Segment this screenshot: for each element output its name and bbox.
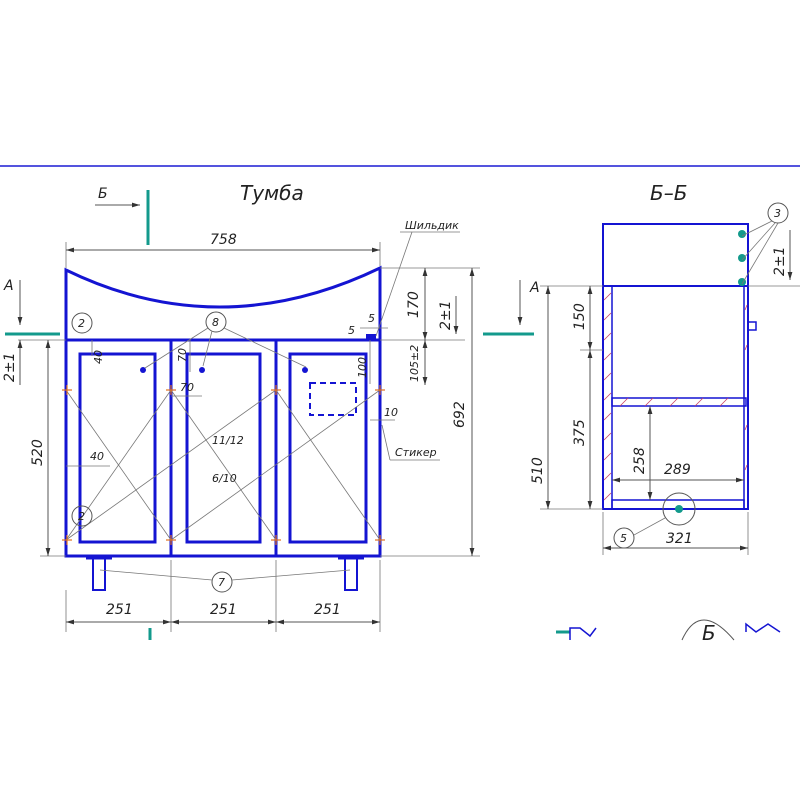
- handle-3: [302, 367, 308, 373]
- dim-tol-top: 2±1: [438, 300, 454, 330]
- callout-2-bottom-label: 2: [78, 510, 85, 523]
- front-view: Тумба Б A: [2, 181, 480, 640]
- plate-mark: [366, 334, 376, 340]
- dim-5a: 5: [368, 312, 375, 325]
- callout-b-label: Б: [702, 621, 716, 645]
- dim-150: 150: [572, 303, 588, 330]
- cabinet-body-outline: [64, 338, 382, 558]
- dim-door-2: 251: [210, 602, 237, 618]
- opening-line-2b: [170, 389, 277, 541]
- callout-3-leader-1: [741, 220, 773, 237]
- partial-bottom-view: Б: [556, 619, 781, 645]
- hinge-marks: [62, 385, 385, 545]
- fitting-2: [738, 254, 746, 262]
- leg-left: [92, 557, 106, 591]
- door-panel-1: [78, 352, 157, 544]
- callout-8-leader-3: [223, 327, 307, 368]
- callout-5-leader: [633, 517, 666, 536]
- ratio-label-1: 11/12: [212, 434, 244, 447]
- callout-7-leader-2: [231, 569, 351, 581]
- callout-2-top-label: 2: [78, 317, 85, 330]
- section-mark-b: Б: [98, 186, 108, 202]
- callout-2-bottom: [71, 505, 93, 527]
- section-countertop: [602, 223, 749, 287]
- dim-170: 170: [406, 291, 422, 318]
- dim-520: 520: [30, 439, 46, 466]
- dim-510: 510: [530, 457, 546, 484]
- opening-line-3b: [275, 389, 381, 541]
- dim-375: 375: [572, 419, 588, 446]
- plate-label: Шильдик: [405, 219, 459, 232]
- section-hatching: [603, 292, 612, 501]
- leg-right: [344, 557, 358, 591]
- countertop-outline: [64, 265, 382, 342]
- plate-leader: [375, 231, 413, 337]
- callout-7: [211, 571, 233, 593]
- fitting-bottom: [675, 505, 683, 513]
- callout-5-ring: [662, 492, 696, 526]
- dim-70-h: 70: [180, 381, 194, 394]
- dim-258: 258: [632, 447, 648, 474]
- callout-8-leader-2: [202, 330, 213, 367]
- section-mark-a-right: A: [529, 280, 540, 296]
- callout-8-label: 8: [212, 316, 219, 329]
- callout-7-leader-1: [99, 569, 213, 581]
- sticker-outline: [309, 382, 357, 416]
- handle-2: [199, 367, 205, 373]
- handle-1: [140, 367, 146, 373]
- callout-3-leader-2: [741, 222, 776, 261]
- callout-7-label: 7: [218, 576, 225, 589]
- section-view-title: Б–Б: [650, 181, 687, 205]
- dim-692: 692: [452, 401, 468, 428]
- callout-8-leader-1: [144, 327, 209, 369]
- fitting-1: [738, 230, 746, 238]
- callout-3-leader-3: [741, 222, 779, 285]
- dim-10: 10: [384, 406, 398, 419]
- dim-70-v: 70: [176, 348, 189, 362]
- ratio-label-2: 6/10: [212, 472, 237, 485]
- front-view-title: Тумба: [240, 181, 304, 205]
- section-view: Б–Б: [483, 181, 800, 645]
- door-panel-2: [185, 352, 262, 544]
- dim-section-tol: 2±1: [772, 246, 788, 276]
- sticker-leader: [381, 424, 391, 461]
- section-bracket: [747, 321, 757, 331]
- dim-door-1: 251: [106, 602, 133, 618]
- dim-40-mid: 40: [90, 450, 104, 463]
- dim-105: 105±2: [408, 345, 421, 382]
- callout-5-label: 5: [620, 532, 627, 545]
- dim-100: 100: [356, 357, 369, 378]
- section-mark-a-left: A: [3, 278, 14, 294]
- opening-line-3a: [170, 389, 381, 541]
- sticker-label: Стикер: [395, 446, 437, 459]
- dim-758: 758: [210, 232, 237, 248]
- dim-40-top: 40: [92, 350, 105, 364]
- dim-tol-left: 2±1: [2, 352, 18, 382]
- door-panel-3: [288, 352, 368, 544]
- dim-5b: 5: [348, 324, 355, 337]
- opening-line-2a: [65, 389, 277, 541]
- section-shelf: [611, 397, 747, 407]
- callout-2-top: [71, 312, 93, 334]
- shelf-hatching: [619, 397, 729, 407]
- callout-8: [205, 311, 227, 333]
- callout-5: [613, 527, 635, 549]
- dim-289: 289: [664, 462, 691, 478]
- dim-321: 321: [666, 531, 693, 547]
- opening-line-1b: [65, 389, 172, 541]
- back-hatching: [744, 304, 748, 471]
- callout-3-label: 3: [774, 207, 781, 220]
- dim-door-3: 251: [314, 602, 341, 618]
